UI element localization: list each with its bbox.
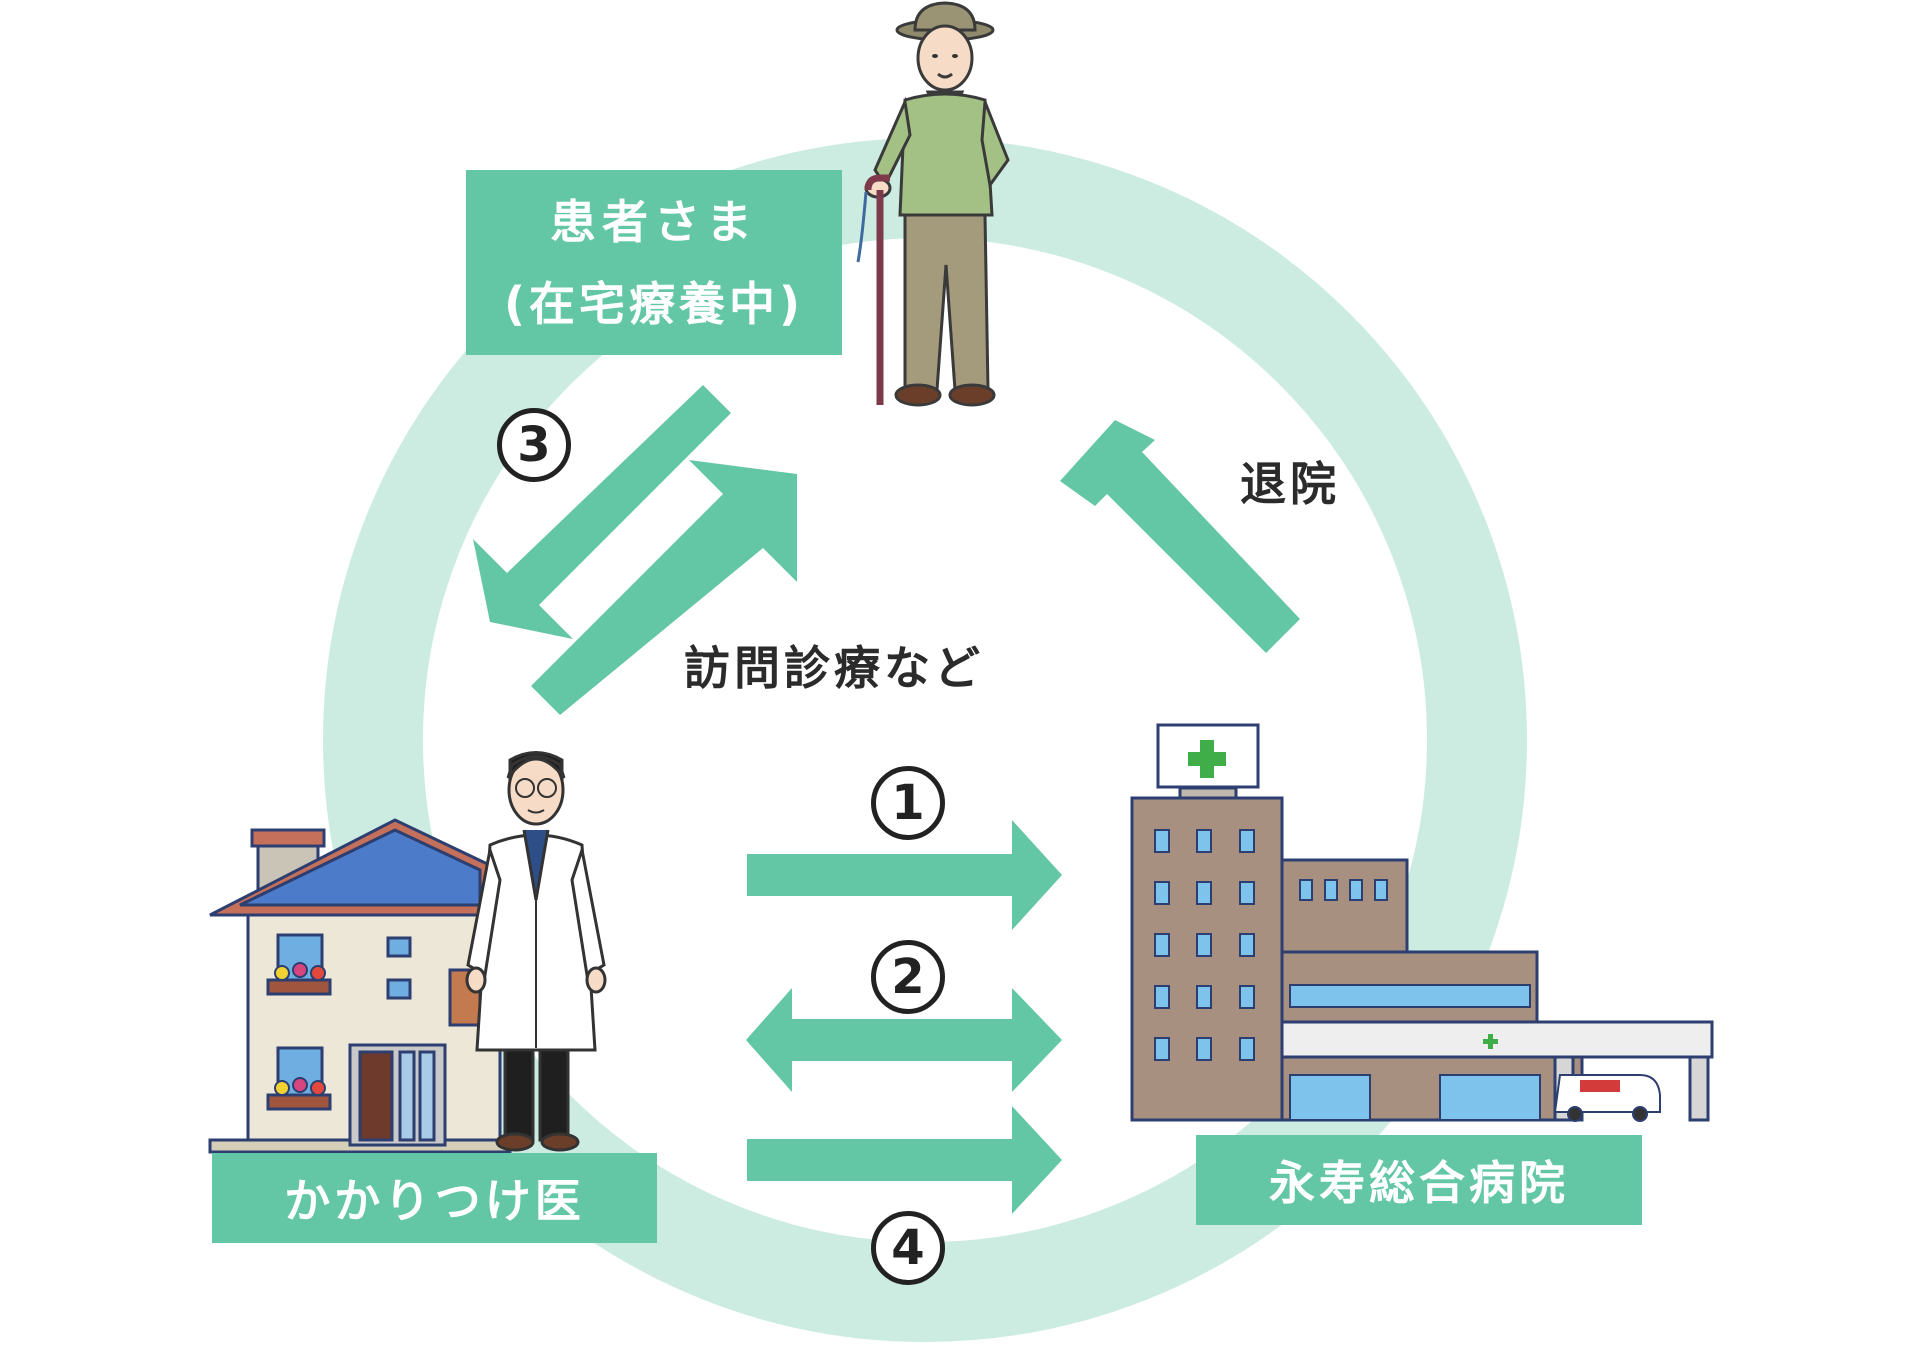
discharge-label: 退院 [1240,457,1340,511]
step-1-badge: 1 [871,766,945,840]
arrow-discharge [1060,420,1300,653]
elderly-patient-icon [856,1,1010,407]
step-2-badge: 2 [871,940,945,1014]
clinic-house-icon [208,818,512,1154]
doctor-label: かかりつけ医 [212,1153,657,1243]
step-4-badge: 4 [871,1211,945,1285]
patient-label-box: 患者さま (在宅療養中) [466,170,842,355]
arrow-step-1 [747,820,1062,930]
patient-label-line1: 患者さま [550,194,758,249]
visit-care-label: 訪問診療など [684,641,984,695]
arrow-patient-to-doctor [473,385,731,639]
arrow-step-2 [746,988,1062,1092]
doctor-icon [465,751,607,1152]
ambulance-icon [1553,1074,1661,1122]
arrow-step-4 [747,1106,1062,1214]
patient-label-line2: (在宅療養中) [503,276,805,331]
hospital-building-icon [1130,723,1714,1122]
arrow-doctor-to-patient [531,460,797,715]
hospital-label: 永寿総合病院 [1196,1135,1642,1225]
step-3-badge: 3 [497,408,571,482]
